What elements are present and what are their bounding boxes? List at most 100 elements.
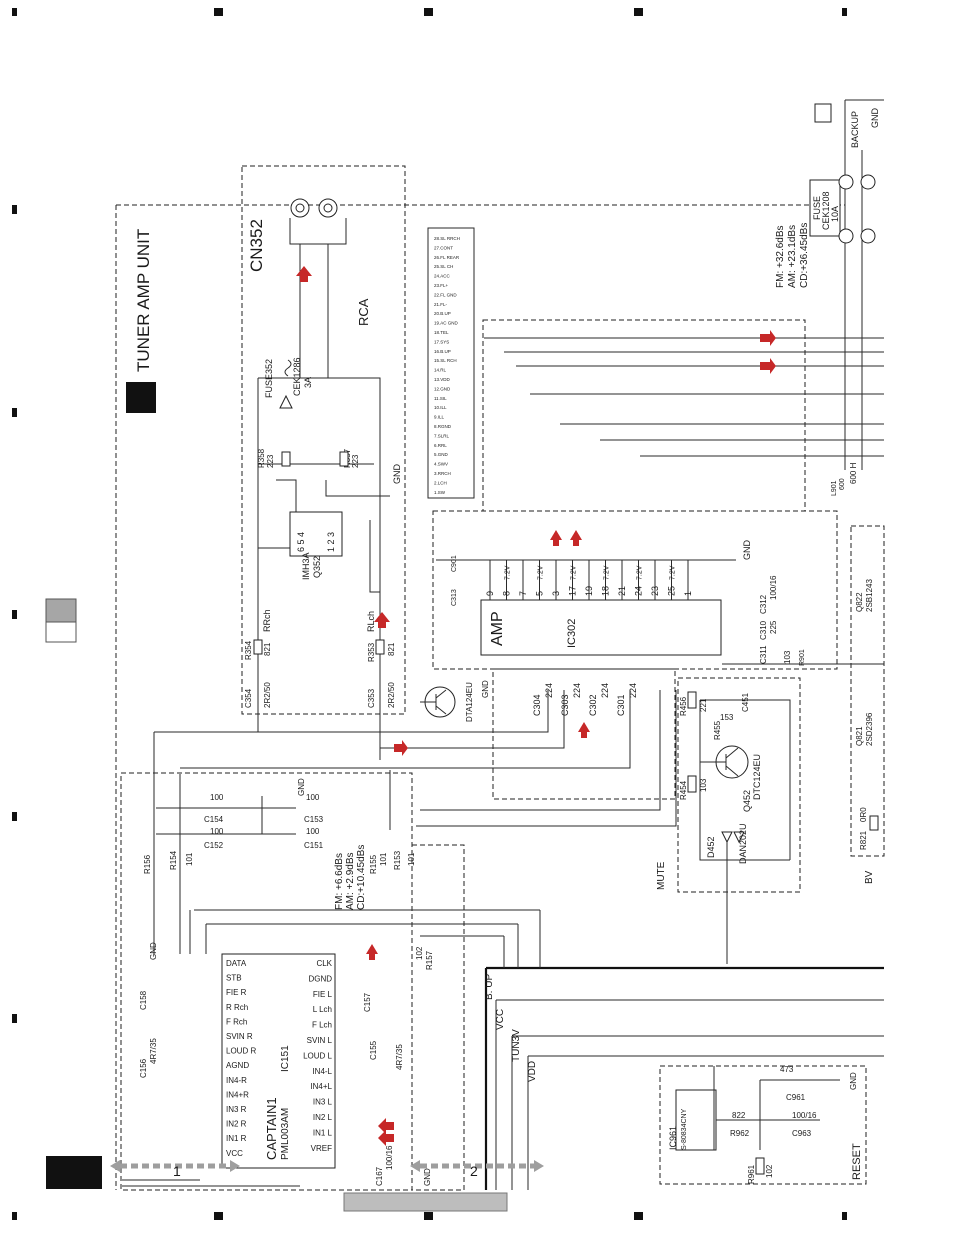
r353-ref: R353: [367, 642, 376, 662]
ribbon-pin-label: 2.LCH: [434, 480, 447, 485]
arrow-captain-up: [366, 944, 378, 960]
r961-ref: R961: [747, 1164, 756, 1184]
captain-pin-left: IN4+R: [226, 1090, 249, 1099]
r353-value: 821: [387, 642, 396, 656]
c155-value: 4R7/35: [395, 1044, 404, 1070]
captain-pin-right: FIE L: [313, 990, 333, 999]
c154-value: 100: [210, 793, 224, 802]
c311-ref: C311: [759, 645, 768, 664]
r901-ref: R901: [799, 649, 806, 666]
svg-text:1 2 3: 1 2 3: [326, 532, 336, 552]
d452-ref: D452: [706, 836, 716, 858]
title-block: [126, 382, 156, 413]
c155-ref: C155: [369, 1040, 378, 1060]
amp-pin-number: 23: [650, 586, 660, 596]
ribbon-pin-label: 28.SL RRCH: [434, 236, 460, 241]
q453-transistor: DTA124EU GND: [420, 680, 490, 722]
power-gnd-label: GND: [870, 108, 880, 129]
c157-ref: C157: [363, 992, 372, 1012]
r454-ref: R454: [679, 780, 688, 800]
backup-label: BACKUP: [850, 111, 860, 148]
c158-ref: C158: [139, 990, 148, 1010]
r154-value: 101: [185, 852, 194, 866]
r156-ref: R156: [143, 854, 152, 874]
r354-channel: RRch: [262, 609, 272, 632]
rca-label: RCA: [356, 298, 371, 326]
captain-pin-left: VCC: [226, 1149, 243, 1158]
fuse-main-part: CEK1208: [821, 191, 831, 230]
amp-pin-number: 25: [667, 586, 677, 596]
c156-ref: C156: [139, 1058, 148, 1078]
amp-pin-number: 5: [535, 591, 545, 596]
q453-part: DTA124EU: [465, 682, 474, 722]
reset-label: RESET: [851, 1143, 863, 1180]
ribbon-pin-label: 25.SL CH: [434, 264, 453, 269]
ribbon-pin-label: 12.GND: [434, 386, 451, 391]
arrow-rca-up: [296, 266, 312, 282]
amp-pin-voltage: 7.2V: [505, 565, 512, 580]
arrow-in1-left: [378, 1130, 394, 1146]
q352-ref: Q352: [312, 556, 322, 578]
marker-2: 2: [470, 1163, 478, 1179]
r961-value: 102: [765, 1164, 774, 1178]
captain-pin-left: STB: [226, 974, 242, 983]
bottom-gray-bar: [343, 1192, 508, 1212]
c151-value: 100: [306, 827, 320, 836]
captain-gnd-left: GND: [149, 942, 158, 960]
mute-block: MUTE Q452 DTC124EU R456 221 R455 153 C45…: [656, 677, 801, 964]
captain-pin-right: SVIN L: [307, 1036, 333, 1045]
ic151-body: [221, 953, 336, 1169]
ic961-part: S-80834CNY: [681, 1108, 688, 1150]
c353-value: 2R2/50: [387, 682, 396, 708]
captain-pin-right: LOUD L: [303, 1051, 332, 1060]
c167-ref: C167: [375, 1166, 384, 1186]
gain-mid-cd: CD:+10.45dBs: [356, 845, 367, 910]
amp-pin-number: 9: [485, 591, 495, 596]
captain-pin-left: IN4-R: [226, 1076, 247, 1085]
page-number-tab: [46, 1156, 102, 1189]
arrow-c303-up: [578, 722, 590, 738]
r155-ref: R155: [369, 854, 378, 874]
captain-pin-right: IN1 L: [313, 1128, 333, 1137]
c151-ref: C151: [304, 841, 324, 850]
fuse-main-label: FUSE: [812, 196, 822, 220]
ribbon-pin-label: 15.SL RCH: [434, 358, 457, 363]
captain-pin-right: IN2 L: [313, 1113, 333, 1122]
c312-value: 100/16: [769, 575, 778, 600]
gain-mid-am: AM: +2.9dBs: [345, 852, 356, 910]
ic302-ref: IC302: [566, 619, 578, 648]
side-tab-white: [45, 621, 77, 643]
c311-value: 103: [783, 650, 792, 664]
r357-value: 223: [351, 454, 360, 468]
ic302-name: AMP: [489, 611, 506, 646]
captain-pin-right: CLK: [316, 959, 332, 968]
ic151-part: PML003AM: [280, 1108, 291, 1160]
r358-value: 223: [266, 454, 275, 468]
fuse352-rating: 3A: [303, 377, 313, 388]
ribbon-pin-label: 5.GND: [434, 452, 449, 457]
q821-part: 2SD2396: [865, 712, 874, 746]
signal-arrows: [296, 266, 776, 1146]
gain-top-fm: FM: +32.6dBs: [775, 225, 786, 288]
captain-pin-left: SVIN R: [226, 1032, 253, 1041]
amp-gnd-label: GND: [742, 540, 752, 561]
amp-pin-number: 1: [683, 591, 693, 596]
cn352-label: CN352: [247, 219, 266, 272]
ribbon-pin-label: 22.FL GND: [434, 292, 457, 297]
amp-pin-number: 21: [617, 586, 627, 596]
captain-pin-left: IN2 R: [226, 1120, 247, 1129]
captain-gnd-top: GND: [297, 778, 306, 796]
arrow-amp-in-2: [570, 530, 582, 546]
q822-part: 2SB1243: [865, 579, 874, 612]
ribbon-pin-label: 27.CONT: [434, 245, 453, 250]
c961-value: 473: [780, 1065, 794, 1074]
marker-1: 1: [173, 1163, 181, 1179]
captain-gnd-bottom: GND: [423, 1168, 432, 1186]
captain-pin-left: DATA: [226, 959, 247, 968]
r456-ref: R456: [679, 696, 688, 716]
ribbon-pin-label: 17.SYS: [434, 339, 449, 344]
c310-value: 225: [769, 620, 778, 634]
